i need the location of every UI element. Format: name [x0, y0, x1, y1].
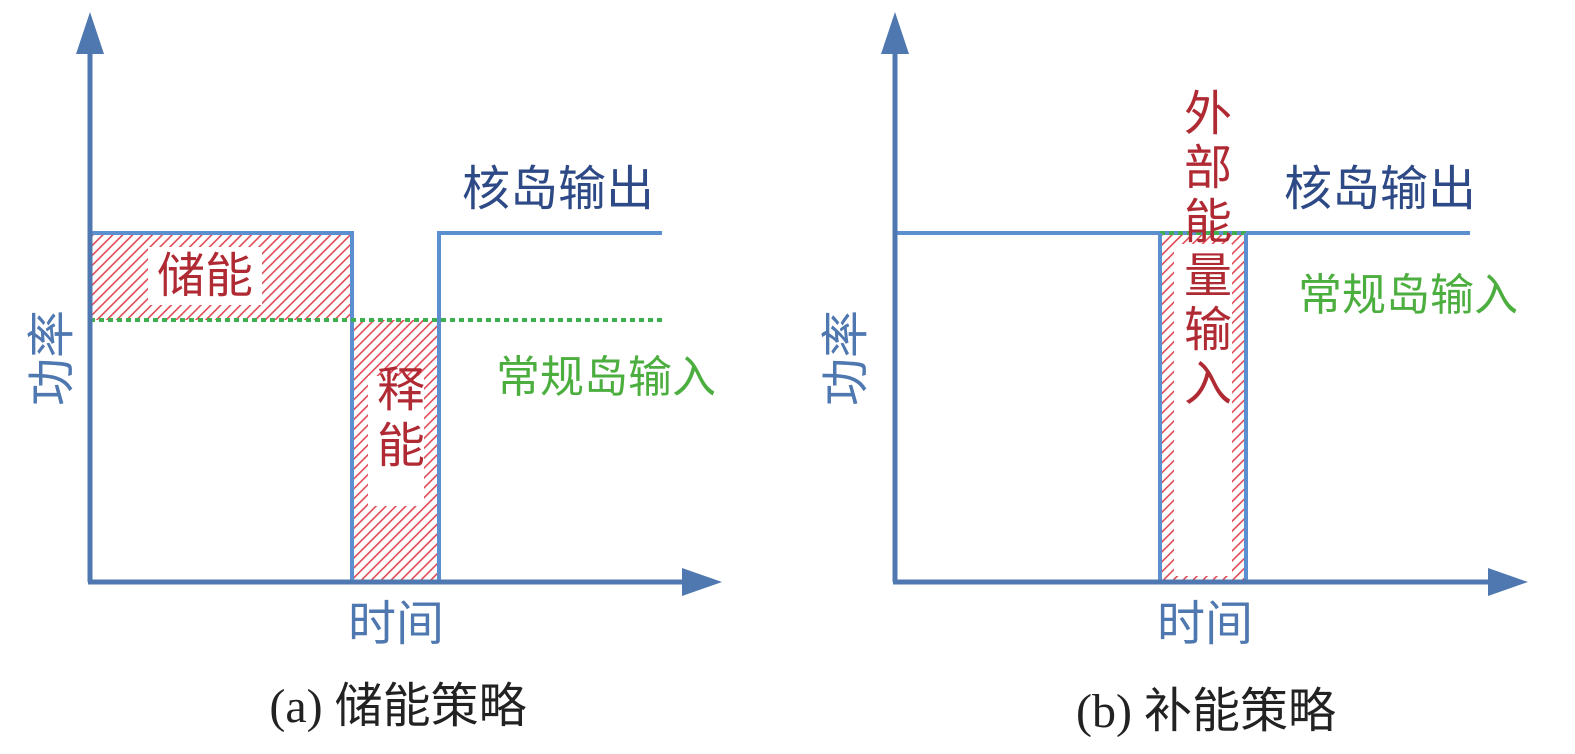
y-axis-arrow-b [881, 12, 909, 54]
core-output-label-b: 核岛输出 [1284, 161, 1476, 217]
panel-b: 核岛输出 常规岛输入 外部能量输入 功率 时间 (b) 补能策略 [818, 12, 1528, 738]
external-input-label: 外部能量输入 [1175, 88, 1231, 412]
release-label-bg [368, 376, 424, 506]
x-axis-arrow-b [1488, 568, 1528, 596]
caption-a: (a) 储能策略 [269, 680, 526, 733]
y-axis-arrow [76, 12, 104, 54]
conventional-input-label: 常规岛输入 [496, 352, 716, 403]
storage-label-bg [148, 247, 262, 305]
y-axis-label-b: 功率 [818, 310, 874, 406]
x-axis-arrow [682, 568, 722, 596]
caption-b: (b) 补能策略 [1076, 685, 1336, 738]
x-axis-label: 时间 [348, 596, 444, 652]
panel-a: 核岛输出 常规岛输入 储能 释能 功率 时间 (a) 储能策略 [24, 12, 722, 733]
storage-label: 储能 [157, 248, 253, 304]
conventional-input-label-b: 常规岛输入 [1298, 270, 1518, 321]
core-output-label: 核岛输出 [462, 161, 654, 217]
x-axis-label-b: 时间 [1157, 596, 1253, 652]
release-label: 释能 [368, 364, 424, 476]
external-label-bg [1174, 244, 1232, 576]
y-axis-label: 功率 [24, 310, 80, 406]
